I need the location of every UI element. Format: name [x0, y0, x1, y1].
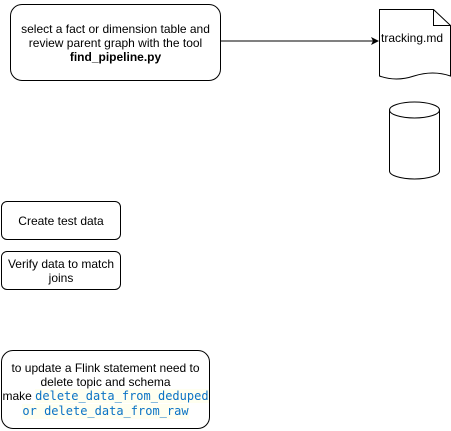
create-test-data-box: Create test data: [1, 201, 121, 240]
tracking-document-label: tracking.md: [381, 31, 444, 45]
create-test-data-label: Create test data: [18, 213, 104, 228]
flink-update-code-deduped: delete_data_from_deduped: [35, 388, 209, 403]
find-pipeline-box: select a fact or dimension table and rev…: [10, 4, 221, 81]
flink-update-make-line: make delete_data_from_deduped: [2, 388, 209, 404]
find-pipeline-tool-name: find_pipeline.py: [69, 49, 162, 64]
verify-data-line2: joins: [48, 270, 74, 285]
verify-data-box: Verify data to match joins: [1, 251, 121, 290]
flink-update-line1: to update a Flink statement need to: [11, 360, 200, 375]
verify-data-line1: Verify data to match: [7, 256, 115, 271]
find-pipeline-line1: select a fact or dimension table and: [21, 21, 210, 36]
database-cylinder-icon: [389, 101, 440, 180]
flink-update-code-raw: or delete_data_from_raw: [22, 403, 189, 419]
flink-update-make-word: make: [2, 388, 36, 403]
document-icon: [379, 9, 451, 80]
flink-update-line2: delete topic and schema: [40, 374, 171, 389]
flink-update-box: to update a Flink statement need to dele…: [1, 350, 210, 429]
find-pipeline-line2: review parent graph with the tool: [28, 35, 203, 50]
